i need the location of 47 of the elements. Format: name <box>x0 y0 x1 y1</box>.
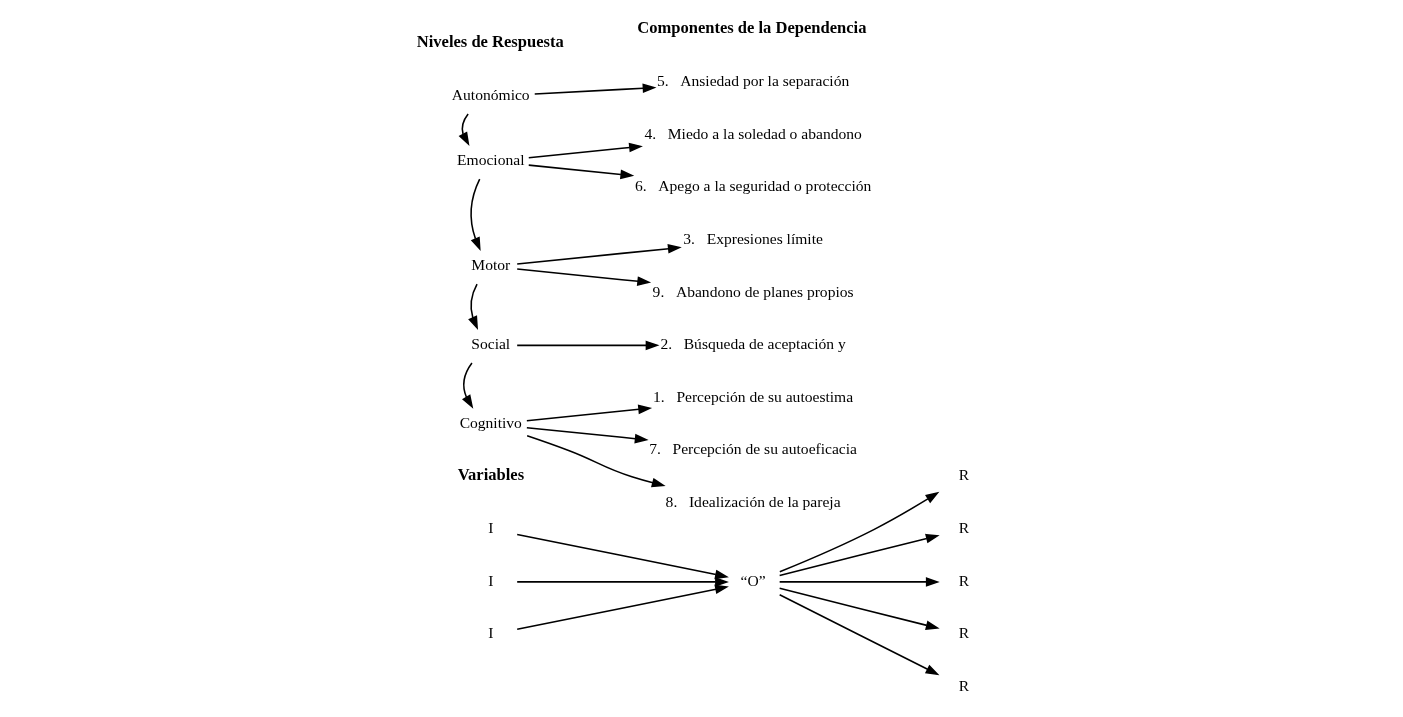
label: Componentes de la Dependencia <box>637 18 867 37</box>
node-text: R <box>958 571 970 589</box>
arrow <box>516 340 660 351</box>
label: Niveles de Respuesta <box>416 31 564 51</box>
node-text: 2. Búsqueda de aceptación y <box>660 335 846 353</box>
node-text: R <box>958 676 970 694</box>
node-text: Cognitivo <box>459 413 522 431</box>
arrow <box>528 142 643 159</box>
node-text: 3. Expresiones límite <box>683 229 823 247</box>
node-text: I <box>488 519 494 537</box>
node-text: 9. Abandono de planes propios <box>652 282 854 300</box>
arrow <box>779 491 940 573</box>
node-text: 8. Idealización de la pareja <box>665 492 841 510</box>
arrow <box>778 587 940 630</box>
arrow <box>516 577 729 587</box>
node-text: R <box>958 624 970 642</box>
label: Variables <box>457 464 525 484</box>
arrow <box>516 584 729 631</box>
node-text: 5. Ansiedad por la separación <box>656 72 850 90</box>
node-text: 4. Miedo a la soledad o abandono <box>644 124 862 142</box>
node-text: Autonómico <box>451 85 530 103</box>
node-text: 6. Apego a la seguridad o protección <box>634 177 872 195</box>
node-text: I <box>488 624 494 642</box>
arrow <box>458 113 470 146</box>
arrow <box>470 178 481 252</box>
node-text: Motor <box>471 256 511 274</box>
arrow <box>516 533 729 580</box>
node-text: 7. Percepción de su autoeficacia <box>649 440 858 458</box>
arrow <box>528 164 635 180</box>
node-text: R <box>958 519 970 537</box>
arrow <box>526 426 649 444</box>
arrow <box>468 283 479 330</box>
node-text: R <box>958 466 970 484</box>
arrow <box>462 362 474 409</box>
arrow <box>778 594 940 676</box>
arrow <box>516 243 682 265</box>
node-text: Emocional <box>457 151 525 169</box>
arrow <box>778 577 940 587</box>
arrow <box>526 435 666 488</box>
arrow <box>526 404 653 422</box>
node-text: I <box>488 571 494 589</box>
arrow <box>516 268 652 287</box>
arrow <box>533 83 657 95</box>
node-text: Social <box>471 335 511 353</box>
node-text: 1. Percepción de su autoestima <box>653 387 854 405</box>
node-text: “O” <box>740 571 766 589</box>
arrow <box>778 533 940 577</box>
